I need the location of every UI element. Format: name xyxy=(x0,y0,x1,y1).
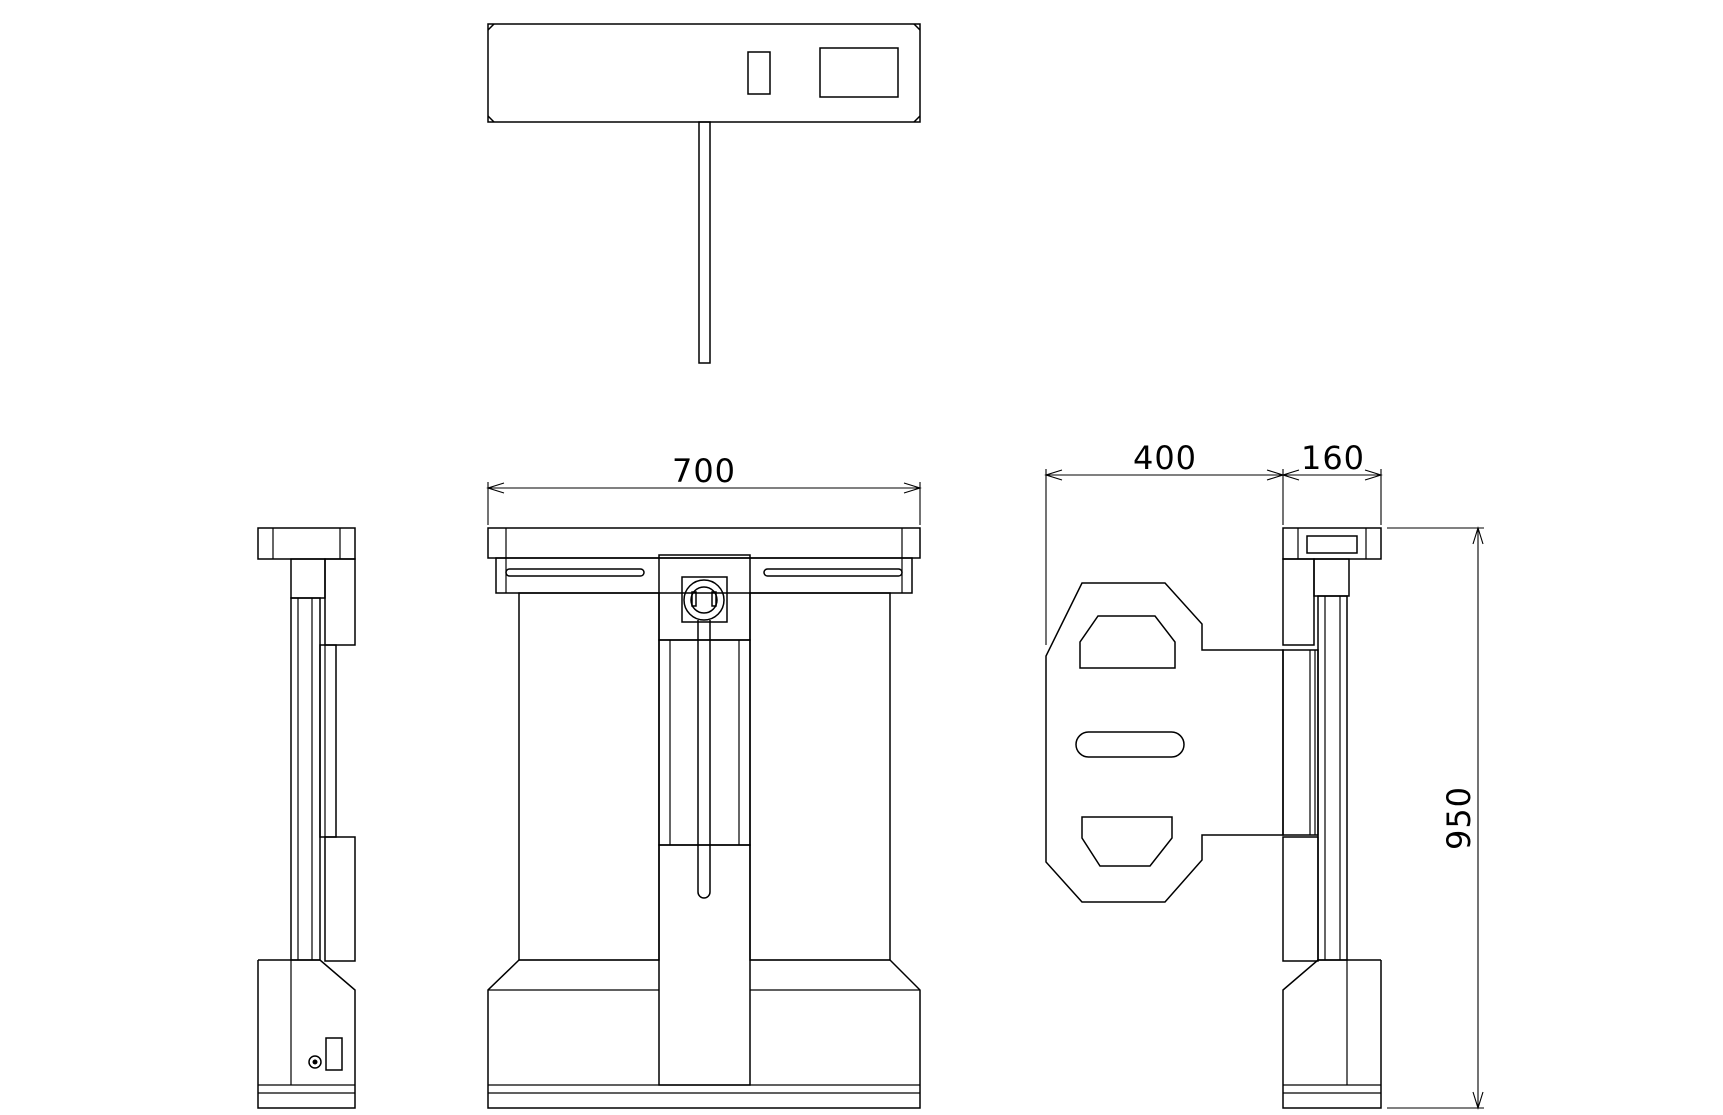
left-view-post xyxy=(290,597,321,961)
front-view-left-slot xyxy=(505,568,645,577)
left-view-lock-icon xyxy=(308,1055,322,1069)
left-view-service-door xyxy=(325,1037,343,1071)
front-view-base-cabinet xyxy=(487,959,921,1109)
dimension-front-width: 700 xyxy=(486,452,922,525)
arm-plate xyxy=(1045,582,1284,903)
dimension-side-depth: 400 160 xyxy=(1044,439,1383,645)
dimension-700-label: 700 xyxy=(672,452,736,490)
arm-plate-middle-cutout xyxy=(1075,731,1185,758)
top-view-cabinet xyxy=(487,23,921,123)
front-view-arm xyxy=(697,620,711,899)
front-view-right-column xyxy=(749,592,891,961)
arm-plate-lower-cutout xyxy=(1081,816,1173,867)
dimension-400-label: 400 xyxy=(1133,439,1197,477)
front-view-rotor-hub xyxy=(691,591,697,607)
front-view-top-slab xyxy=(487,527,921,559)
right-view-neck xyxy=(1313,558,1350,597)
right-view-base-cabinet xyxy=(1282,959,1382,1109)
top-view-chamfer xyxy=(487,115,495,123)
right-view-lower-panel xyxy=(1282,836,1319,962)
top-view-chamfer xyxy=(913,23,921,31)
left-view-upper-panel xyxy=(324,558,356,646)
front-view-rotor-outer xyxy=(683,579,725,621)
front-view-lower-housing xyxy=(658,844,751,1086)
left-side-view xyxy=(257,527,356,1109)
left-view-base-cabinet xyxy=(257,959,356,1109)
top-view-chamfer xyxy=(487,23,495,31)
front-view-rotor-inner xyxy=(690,586,718,614)
left-view-neck xyxy=(290,558,326,599)
top-view xyxy=(487,23,921,364)
front-view-rotor-housing xyxy=(658,554,751,641)
left-view-lock-core xyxy=(312,1059,318,1065)
left-view-arm-block xyxy=(319,644,337,838)
right-view-post xyxy=(1317,595,1348,961)
front-view-rotor-hub xyxy=(711,591,717,607)
top-view-arm xyxy=(698,121,711,364)
front-view-right-slot xyxy=(763,568,903,577)
front-view: 700 xyxy=(486,452,922,1109)
top-view-card-reader xyxy=(747,51,771,95)
dimension-950-label: 950 xyxy=(1440,786,1478,850)
dimension-160-label: 160 xyxy=(1301,439,1365,477)
top-view-chamfer xyxy=(913,115,921,123)
left-view-lower-panel xyxy=(324,836,356,962)
right-side-view: 400 160 950 xyxy=(1044,439,1484,1110)
right-view-display xyxy=(1306,535,1358,554)
dimension-overall-height: 950 xyxy=(1387,526,1484,1110)
front-view-crossbar xyxy=(495,557,913,594)
front-view-mid-housing xyxy=(658,639,751,846)
front-view-rotor-plate xyxy=(681,576,728,623)
arm-hub xyxy=(1282,649,1319,836)
top-view-display-panel xyxy=(819,47,899,98)
right-view-upper-panel xyxy=(1282,558,1315,646)
front-view-left-column xyxy=(518,592,660,961)
arm-plate-upper-cutout xyxy=(1079,615,1176,669)
